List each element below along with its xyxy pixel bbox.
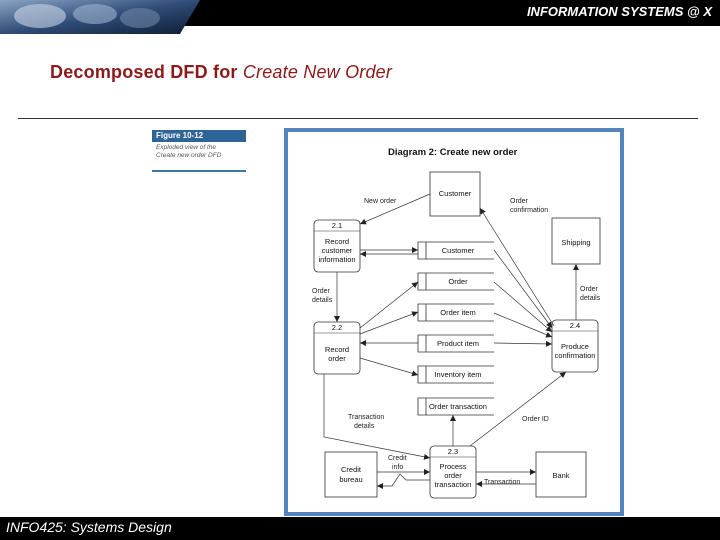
svg-text:Credit: Credit: [341, 465, 362, 474]
footer-text: INFO425: Systems Design: [6, 519, 172, 535]
process-2-3: 2.3 Process order transaction: [429, 445, 477, 499]
label-order-details-right: Order: [580, 286, 599, 293]
dfd-diagram-panel: Diagram 2: Create new order Customer Shi…: [288, 132, 620, 512]
figure-caption: Figure 10-12 Exploded view of the Create…: [152, 130, 246, 172]
data-store-order-transaction: Order transaction: [417, 397, 494, 416]
external-entity-credit-bureau: Credit bureau: [324, 451, 378, 498]
figure-description: Exploded view of the Create new order DF…: [152, 142, 246, 162]
banner-photo-image: [0, 0, 200, 34]
label-new-order: New order: [364, 198, 397, 205]
svg-text:Customer: Customer: [442, 246, 475, 255]
flow-to-order-store: [359, 281, 419, 329]
process-2-1: 2.1 Record customer information: [313, 219, 361, 273]
svg-text:Product item: Product item: [437, 339, 479, 348]
flow-order-to-2-4: [493, 281, 553, 333]
footer-bar: [0, 517, 720, 540]
label-credit-info: Credit: [388, 455, 407, 462]
svg-text:Record: Record: [325, 237, 349, 246]
data-store-order-item: Order item: [417, 303, 494, 322]
label-credit-info-2: info: [392, 464, 403, 471]
flow-product-item-to-2-4: [493, 340, 553, 347]
svg-text:Inventory item: Inventory item: [434, 370, 481, 379]
svg-text:order: order: [444, 471, 462, 480]
svg-text:information: information: [318, 255, 355, 264]
svg-text:Record: Record: [325, 345, 349, 354]
external-entity-bank: Bank: [535, 451, 587, 498]
label-order-confirmation-2: confirmation: [510, 207, 548, 214]
svg-text:Bank: Bank: [552, 471, 569, 480]
slide-title-plain: Decomposed DFD for: [50, 62, 243, 82]
svg-text:Order transaction: Order transaction: [429, 402, 487, 411]
data-flows: [323, 193, 579, 489]
svg-text:transaction: transaction: [435, 480, 472, 489]
data-store-customer: Customer: [417, 241, 494, 260]
figure-number: Figure 10-12: [152, 130, 246, 142]
svg-text:order: order: [328, 354, 346, 363]
svg-text:Process: Process: [439, 462, 466, 471]
svg-text:bureau: bureau: [339, 475, 362, 484]
svg-text:customer: customer: [322, 246, 353, 255]
svg-text:Order item: Order item: [440, 308, 475, 317]
flow-to-inventory-store: [359, 357, 419, 377]
flow-credit-info-out: [377, 473, 430, 489]
diagram-title: Diagram 2: Create new order: [388, 147, 518, 158]
dfd-diagram-frame: Diagram 2: Create new order Customer Shi…: [284, 128, 624, 516]
flow-to-order-item-store: [359, 311, 419, 335]
slide-title-emphasis: Create New Order: [242, 62, 393, 82]
flow-transaction-details: [323, 374, 431, 460]
label-transaction: Transaction: [484, 479, 520, 486]
svg-text:2.4: 2.4: [570, 321, 580, 330]
label-order-details-right-2: details: [580, 295, 601, 302]
slide-title: Decomposed DFD for Create New Order: [50, 62, 392, 83]
flow-order-item-to-2-4: [493, 312, 553, 338]
title-divider: [18, 118, 698, 119]
data-store-order: Order: [417, 272, 494, 291]
flow-order-confirmation: [479, 207, 555, 327]
process-2-2: 2.2 Record order: [313, 321, 361, 375]
svg-text:2.1: 2.1: [332, 221, 342, 230]
data-store-product-item: Product item: [417, 334, 494, 353]
external-entity-shipping: Shipping: [551, 217, 601, 265]
data-store-inventory-item: Inventory item: [417, 365, 494, 384]
flow-order-id: [469, 371, 567, 447]
figure-description-line: Exploded view of the: [156, 144, 216, 151]
svg-text:2.3: 2.3: [448, 447, 458, 456]
label-order-details-left-2: details: [312, 297, 333, 304]
svg-text:Customer: Customer: [439, 189, 472, 198]
svg-text:Produce: Produce: [561, 342, 589, 351]
svg-text:2.2: 2.2: [332, 323, 342, 332]
dfd-diagram: Diagram 2: Create new order Customer Shi…: [312, 147, 601, 499]
header-text: INFORMATION SYSTEMS @ X: [526, 4, 712, 19]
label-order-details-left: Order: [312, 288, 331, 295]
label-transaction-details-2: details: [354, 423, 375, 430]
process-2-4: 2.4 Produce confirmation: [551, 319, 599, 373]
figure-description-line: Create new order DFD: [156, 152, 222, 159]
flow-customer-to-2-4: [493, 249, 553, 329]
external-entity-customer: Customer: [429, 171, 481, 217]
label-order-id: Order ID: [522, 416, 549, 423]
flow-new-order: [359, 193, 431, 225]
label-transaction-details: Transaction: [348, 414, 384, 421]
label-order-confirmation: Order: [510, 198, 529, 205]
svg-text:Shipping: Shipping: [561, 238, 590, 247]
svg-text:Order: Order: [448, 277, 468, 286]
svg-text:confirmation: confirmation: [555, 351, 596, 360]
